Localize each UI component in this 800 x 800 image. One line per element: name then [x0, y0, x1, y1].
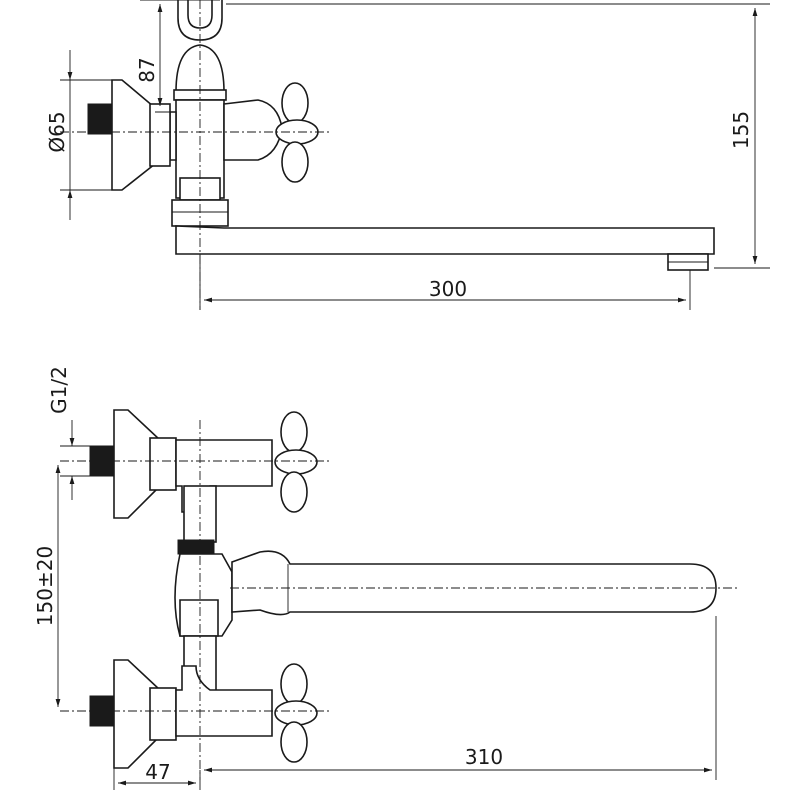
lower-handle-knob-top: [280, 663, 308, 705]
dim-diameter-65: Ø65: [45, 111, 69, 152]
side-view: [60, 0, 715, 310]
dim-thread-g1-2: G1/2: [47, 366, 71, 414]
valve-handle-body: [223, 99, 283, 161]
lower-valve-body: [175, 665, 273, 737]
front-spout: [231, 550, 717, 616]
side-view-dimensions: 87 Ø65 155 300: [45, 0, 770, 310]
dim-310: 310: [465, 745, 503, 769]
dim-150-20: 150±20: [33, 546, 57, 626]
cross-handle-knob-top: [281, 82, 309, 124]
dim-87: 87: [135, 57, 159, 82]
dim-47: 47: [145, 760, 170, 784]
lower-handle-knob-bottom: [280, 721, 308, 763]
spout: [175, 225, 715, 255]
front-view: [60, 409, 740, 780]
upper-handle-knob-mid: [274, 449, 318, 475]
cross-handle-knob-bottom: [281, 141, 309, 183]
dim-300: 300: [429, 277, 467, 301]
shower-holder-front: [179, 599, 219, 637]
upper-handle-knob-top: [280, 411, 308, 453]
dim-155: 155: [729, 111, 753, 149]
thread-connector: [87, 103, 113, 135]
upper-handle-knob-bottom: [280, 471, 308, 513]
diverter-ring: [177, 539, 215, 555]
front-view-dimensions: G1/2 150±20 47 310: [33, 366, 717, 790]
